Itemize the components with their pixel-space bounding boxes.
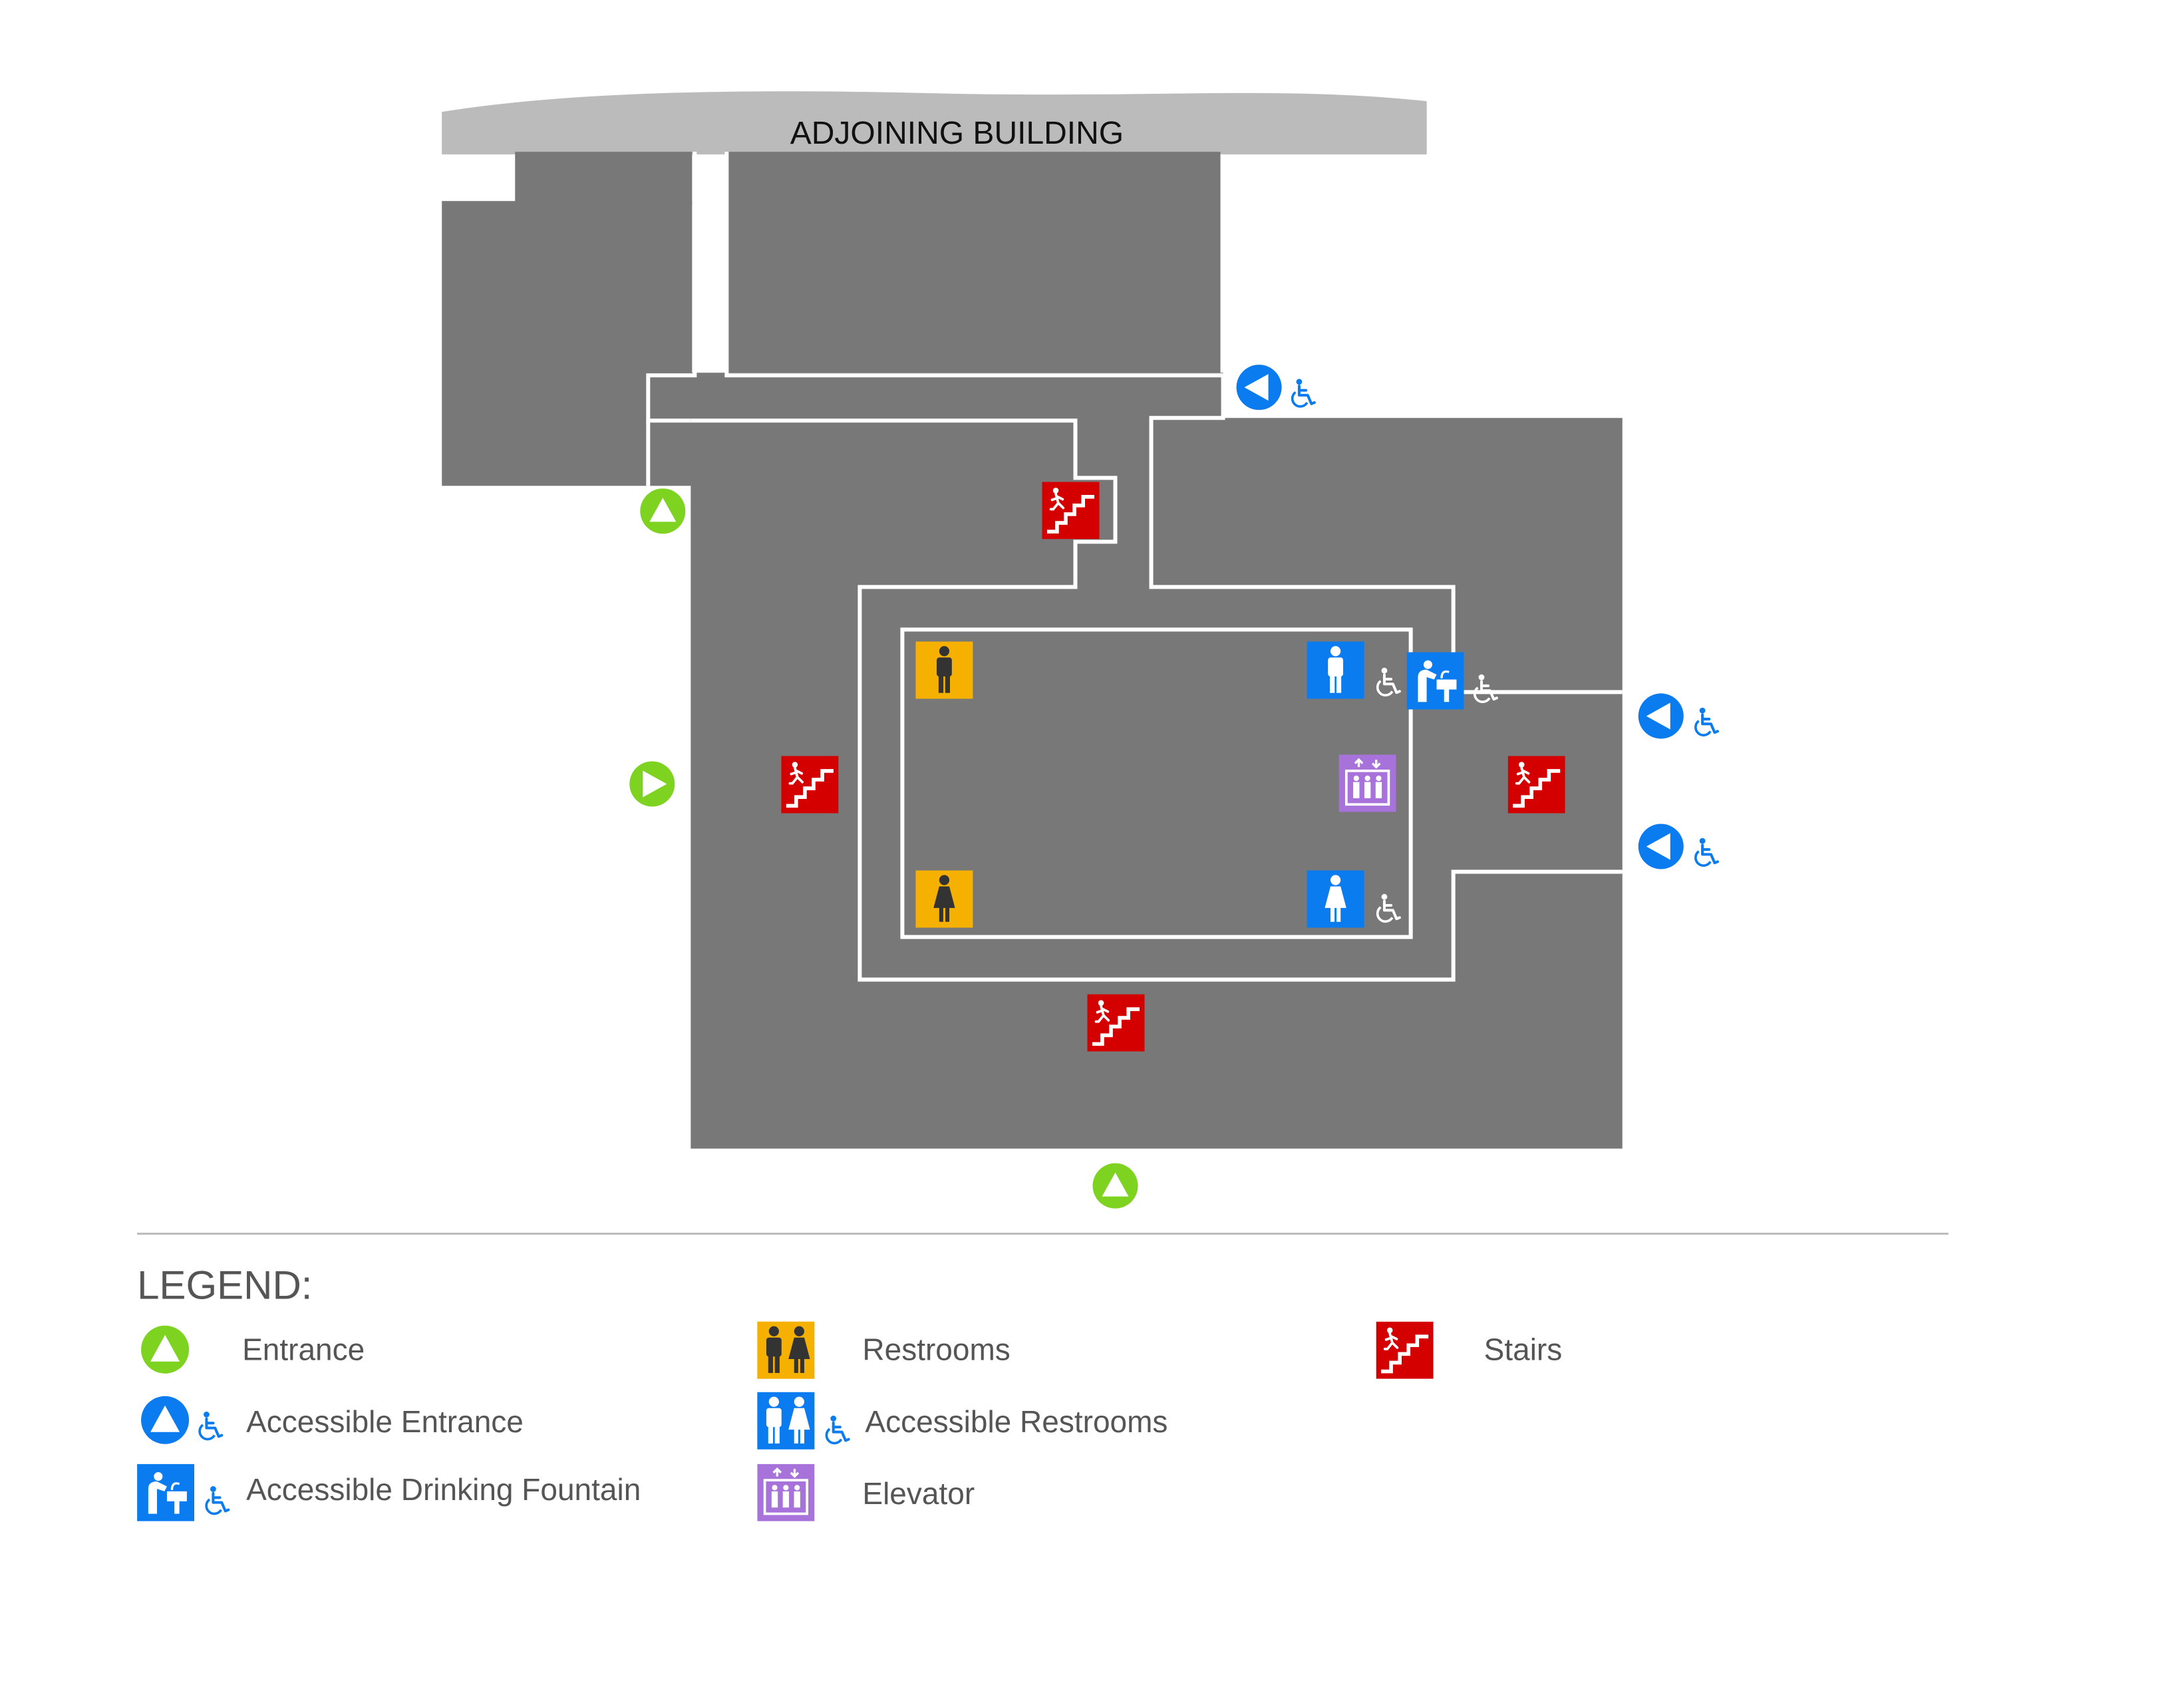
drinking-fountain-icon xyxy=(1406,652,1464,710)
legend-item-accessible-restrooms: Accessible Restrooms xyxy=(757,1392,1168,1450)
entrance-west[interactable] xyxy=(629,761,675,807)
wheelchair-icon xyxy=(1696,838,1718,865)
wheelchair-icon xyxy=(826,1416,848,1443)
elevator-icon xyxy=(757,1463,815,1521)
legend-label-stairs: Stairs xyxy=(1484,1332,1563,1367)
accessible-women-restroom[interactable] xyxy=(1307,870,1400,928)
entrances xyxy=(629,488,1138,1209)
women-restroom[interactable] xyxy=(915,870,973,928)
accessible-entrance-icon xyxy=(141,1396,190,1444)
legend-item-stairs: Stairs xyxy=(1376,1322,1563,1379)
legend-item-restrooms: Restrooms xyxy=(757,1321,1011,1379)
legend-item-entrance: Entrance xyxy=(141,1325,365,1374)
drinking-fountain-icon xyxy=(137,1463,195,1521)
legend-label-accessible-drinking-fountain: Accessible Drinking Fountain xyxy=(246,1472,641,1507)
accessible-men-restroom[interactable] xyxy=(1307,641,1400,699)
accessible-entrance-east-2[interactable] xyxy=(1638,824,1718,869)
legend-item-elevator: Elevator xyxy=(757,1463,975,1521)
entrance-north[interactable] xyxy=(640,488,686,534)
accessible-entrances xyxy=(1236,365,1718,869)
wheelchair-icon xyxy=(1696,708,1718,735)
legend-item-accessible-drinking-fountain: Accessible Drinking Fountain xyxy=(137,1463,641,1521)
wheelchair-icon xyxy=(200,1412,222,1439)
legend-title: LEGEND: xyxy=(137,1263,312,1308)
men-restroom[interactable] xyxy=(915,641,973,699)
entrance-south[interactable] xyxy=(1092,1163,1138,1209)
elevator-icon[interactable] xyxy=(1338,754,1396,812)
building-floor xyxy=(442,152,1623,1149)
legend-label-restrooms: Restrooms xyxy=(862,1332,1010,1367)
entrance-triangle-icon xyxy=(141,1325,190,1374)
restrooms xyxy=(915,641,1400,928)
accessible-entrance-northeast[interactable] xyxy=(1236,365,1315,410)
wheelchair-icon xyxy=(1293,379,1315,406)
legend-label-accessible-restrooms: Accessible Restrooms xyxy=(865,1404,1168,1439)
adjoining-building: ADJOINING BUILDING xyxy=(442,91,1427,155)
legend-label-accessible-entrance: Accessible Entrance xyxy=(246,1404,524,1439)
accessible-entrance-east-1[interactable] xyxy=(1638,693,1718,739)
wheelchair-icon xyxy=(206,1486,228,1513)
adjoining-building-label: ADJOINING BUILDING xyxy=(790,116,1124,151)
legend-item-accessible-entrance: Accessible Entrance xyxy=(141,1396,524,1444)
legend-label-entrance: Entrance xyxy=(242,1332,365,1367)
legend: LEGEND: Entrance Accessible Entrance Acc… xyxy=(137,1263,1562,1521)
corridors xyxy=(646,152,1623,982)
stairs-icon[interactable] xyxy=(1087,995,1144,1052)
stairs-icon[interactable] xyxy=(1042,482,1099,539)
stairs-icon[interactable] xyxy=(1508,756,1565,813)
stairs-icon xyxy=(1376,1322,1434,1379)
stairs-icon[interactable] xyxy=(781,756,838,813)
legend-label-elevator: Elevator xyxy=(862,1476,975,1511)
